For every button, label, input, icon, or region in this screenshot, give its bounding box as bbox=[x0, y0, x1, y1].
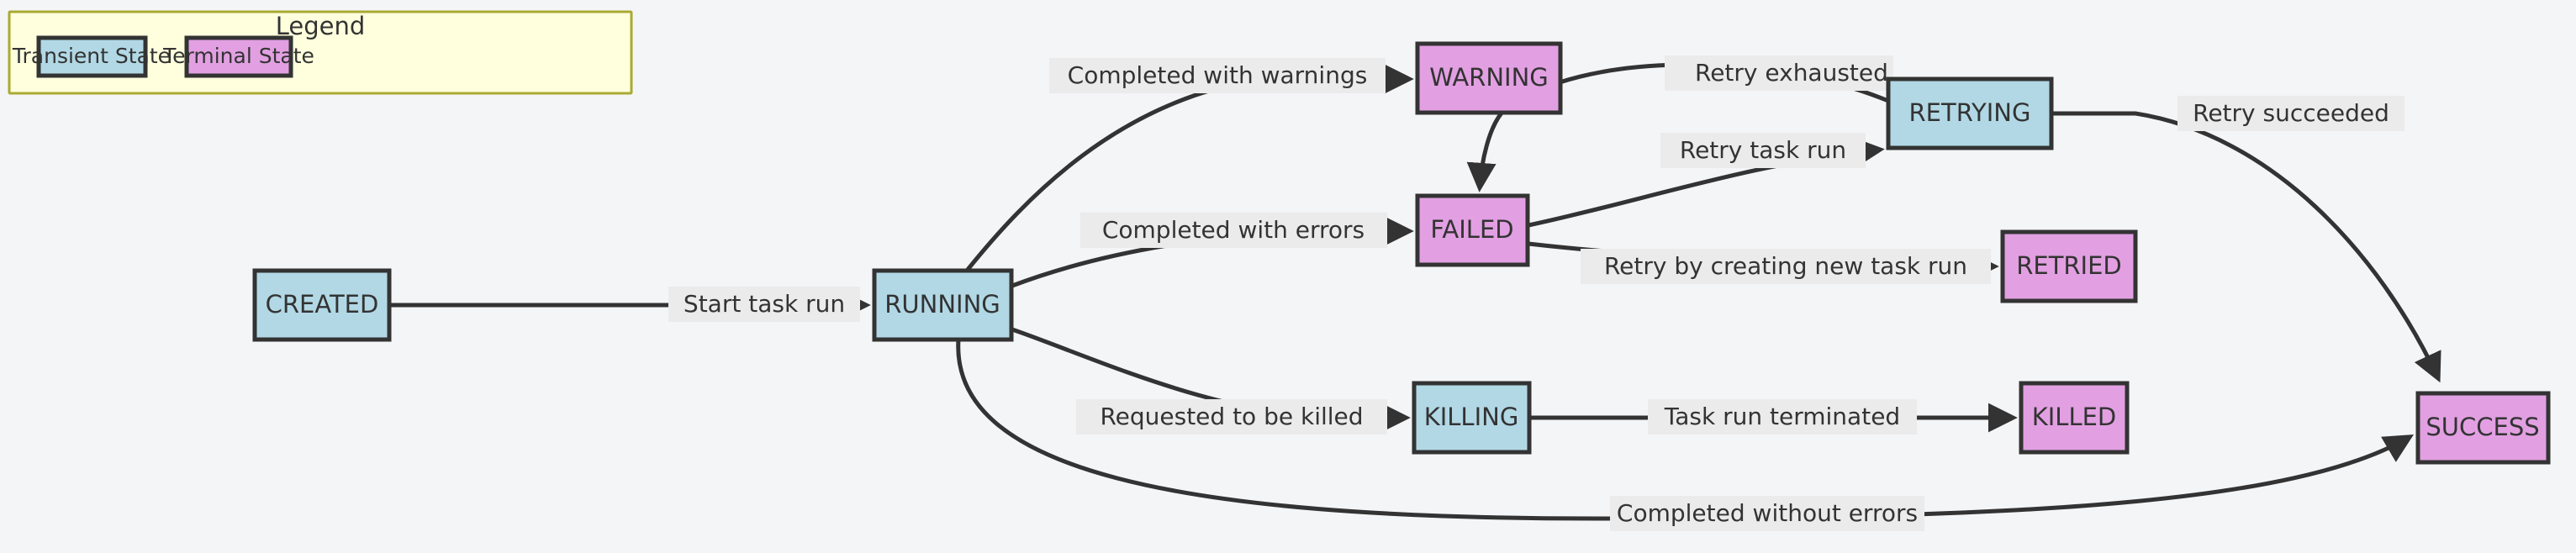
node-retried-box[interactable] bbox=[2000, 229, 2138, 303]
node-killing-box[interactable] bbox=[1412, 381, 1532, 455]
legend: Legend Transient State Terminal State bbox=[8, 10, 633, 95]
edge-running-to-success bbox=[956, 339, 2415, 521]
legend-item-transient: Transient State bbox=[12, 35, 171, 78]
node-killing[interactable]: KILLING bbox=[1412, 381, 1532, 455]
node-retried-label: RETRIED bbox=[2016, 251, 2122, 280]
edge-label-retry-task-run: Retry task run bbox=[1660, 133, 1866, 168]
legend-frame bbox=[8, 10, 633, 95]
node-killing-label: KILLING bbox=[1424, 403, 1519, 431]
node-retried[interactable]: RETRIED bbox=[2000, 229, 2138, 303]
edge-labels-layer: Start task run Completed with warnings C… bbox=[668, 55, 2404, 531]
node-created-box[interactable] bbox=[252, 268, 392, 342]
edge-label-text: Completed without errors bbox=[1617, 499, 1918, 527]
node-killed-label: KILLED bbox=[2032, 403, 2117, 431]
edge-label-text: Retry exhausted bbox=[1695, 59, 1888, 87]
edge-label-text: Retry task run bbox=[1680, 136, 1846, 164]
node-running-label: RUNNING bbox=[884, 290, 1000, 319]
edge-retrying-to-success bbox=[2052, 111, 2441, 383]
node-retrying[interactable]: RETRYING bbox=[1886, 76, 2054, 150]
edge-label-text: Retry by creating new task run bbox=[1604, 252, 1967, 280]
edge-label-completed-with-errors: Completed with errors bbox=[1080, 213, 1387, 248]
node-retrying-box[interactable] bbox=[1886, 76, 2054, 150]
node-running-box[interactable] bbox=[872, 268, 1014, 342]
node-retrying-label: RETRYING bbox=[1909, 98, 2031, 127]
node-failed-box[interactable] bbox=[1415, 193, 1530, 267]
edge-label-text: Retry succeeded bbox=[2193, 99, 2389, 127]
edge-label-requested-to-be-killed: Requested to be killed bbox=[1076, 399, 1387, 434]
node-success-box[interactable] bbox=[2415, 391, 2551, 465]
legend-item-terminal: Terminal State bbox=[162, 35, 314, 78]
node-success[interactable]: SUCCESS bbox=[2415, 391, 2551, 465]
edge-label-retry-succeeded: Retry succeeded bbox=[2177, 96, 2404, 131]
edge-label-completed-with-warnings: Completed with warnings bbox=[1049, 58, 1386, 93]
edge-label-start-task-run: Start task run bbox=[668, 287, 860, 322]
nodes-layer: CREATED RUNNING WARNING FAILED RETRYING … bbox=[252, 41, 2551, 465]
node-warning-box[interactable] bbox=[1415, 41, 1563, 115]
edge-label-retry-by-creating-new-task-run: Retry by creating new task run bbox=[1581, 249, 1991, 284]
node-failed[interactable]: FAILED bbox=[1415, 193, 1530, 267]
node-failed-label: FAILED bbox=[1430, 215, 1513, 244]
edge-label-text: Completed with warnings bbox=[1068, 61, 1368, 89]
edge-label-retry-exhausted: Retry exhausted bbox=[1665, 55, 1893, 91]
node-success-label: SUCCESS bbox=[2426, 413, 2539, 441]
node-created[interactable]: CREATED bbox=[252, 268, 392, 342]
node-created-label: CREATED bbox=[266, 290, 379, 319]
legend-label-terminal: Terminal State bbox=[162, 44, 314, 68]
legend-label-transient: Transient State bbox=[12, 44, 171, 68]
edge-label-text: Start task run bbox=[684, 290, 845, 318]
edge-label-task-run-terminated: Task run terminated bbox=[1648, 399, 1917, 434]
edge-label-text: Task run terminated bbox=[1664, 403, 1900, 430]
node-killed[interactable]: KILLED bbox=[2019, 381, 2130, 455]
node-warning[interactable]: WARNING bbox=[1415, 41, 1563, 115]
edge-label-completed-without-errors: Completed without errors bbox=[1610, 496, 1924, 531]
legend-title: Legend bbox=[276, 12, 366, 40]
node-running[interactable]: RUNNING bbox=[872, 268, 1014, 342]
edge-label-text: Requested to be killed bbox=[1100, 403, 1363, 430]
edge-label-text: Completed with errors bbox=[1102, 216, 1365, 244]
legend-swatch-transient bbox=[36, 35, 148, 78]
node-warning-label: WARNING bbox=[1429, 63, 1549, 92]
legend-swatch-terminal bbox=[184, 35, 293, 78]
node-killed-box[interactable] bbox=[2019, 381, 2130, 455]
